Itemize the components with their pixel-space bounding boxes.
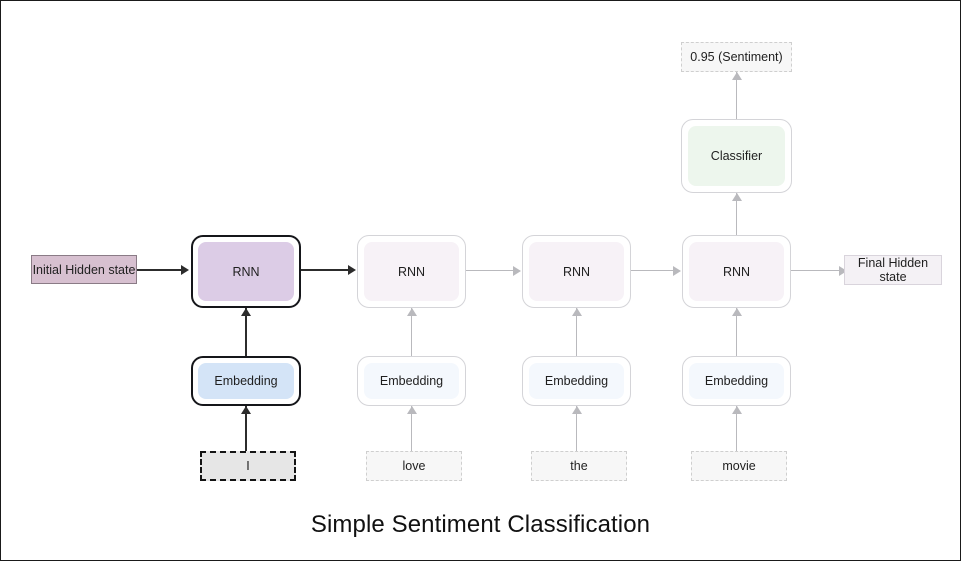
arrowhead-right-icon xyxy=(673,266,681,276)
classifier-box: Classifier xyxy=(681,119,792,193)
initial-hidden-state-box: Initial Hidden state xyxy=(31,255,137,284)
embedding-box-1: Embedding xyxy=(191,356,301,406)
rnn-cell-1: RNN xyxy=(191,235,301,308)
classifier-fill xyxy=(688,126,785,186)
prediction-output-label: 0.95 (Sentiment) xyxy=(690,50,783,64)
token-box-3: the xyxy=(531,451,627,481)
arrowhead-up-icon xyxy=(407,308,417,316)
rnn-cell-1-label: RNN xyxy=(232,264,260,279)
token-box-3-label: the xyxy=(570,459,588,473)
rnn-cell-2-label: RNN xyxy=(397,264,426,279)
embedding-box-3-label: Embedding xyxy=(544,374,609,388)
arrowhead-up-icon xyxy=(407,406,417,414)
arrowhead-up-icon xyxy=(572,406,582,414)
arrowhead-up-icon xyxy=(572,308,582,316)
embedding-box-3: Embedding xyxy=(522,356,631,406)
final-hidden-state-box: Final Hidden state xyxy=(844,255,942,285)
rnn-cell-3-fill xyxy=(529,242,624,301)
arrowhead-up-icon xyxy=(732,308,742,316)
figure-title: Simple Sentiment Classification xyxy=(310,511,651,538)
embedding-box-1-label: Embedding xyxy=(214,374,278,388)
arrowhead-up-icon xyxy=(732,406,742,414)
token-box-1: I xyxy=(200,451,296,481)
rnn-cell-1-fill xyxy=(198,242,294,301)
initial-hidden-state-label: Initial Hidden state xyxy=(32,262,136,277)
embedding-box-2-label: Embedding xyxy=(379,374,444,388)
rnn-cell-2-fill xyxy=(364,242,459,301)
rnn-cell-4-label: RNN xyxy=(722,264,751,279)
embedding-box-4-label: Embedding xyxy=(704,374,769,388)
arrowhead-right-icon xyxy=(348,265,356,275)
prediction-output-box: 0.95 (Sentiment) xyxy=(681,42,792,72)
arrowhead-right-icon xyxy=(839,266,847,276)
arrowhead-up-icon xyxy=(241,308,251,316)
final-hidden-state-label: Final Hidden state xyxy=(857,256,929,284)
rnn-cell-4: RNN xyxy=(682,235,791,308)
embedding-box-3-fill xyxy=(529,363,624,399)
embedding-box-1-fill xyxy=(198,363,294,399)
token-box-4-label: movie xyxy=(722,459,756,473)
arrowhead-up-icon xyxy=(241,406,251,414)
token-box-2-label: love xyxy=(402,459,426,473)
embedding-box-2: Embedding xyxy=(357,356,466,406)
embedding-box-4-fill xyxy=(689,363,784,399)
arrowhead-right-icon xyxy=(513,266,521,276)
embedding-box-4: Embedding xyxy=(682,356,791,406)
token-box-1-label: I xyxy=(246,459,250,473)
rnn-cell-2: RNN xyxy=(357,235,466,308)
token-box-2: love xyxy=(366,451,462,481)
arrowhead-right-icon xyxy=(181,265,189,275)
arrowhead-up-icon xyxy=(732,193,742,201)
token-box-4: movie xyxy=(691,451,787,481)
rnn-cell-3-label: RNN xyxy=(562,264,591,279)
rnn-cell-3: RNN xyxy=(522,235,631,308)
embedding-box-2-fill xyxy=(364,363,459,399)
rnn-cell-4-fill xyxy=(689,242,784,301)
arrowhead-up-icon xyxy=(732,72,742,80)
classifier-label: Classifier xyxy=(710,149,763,163)
